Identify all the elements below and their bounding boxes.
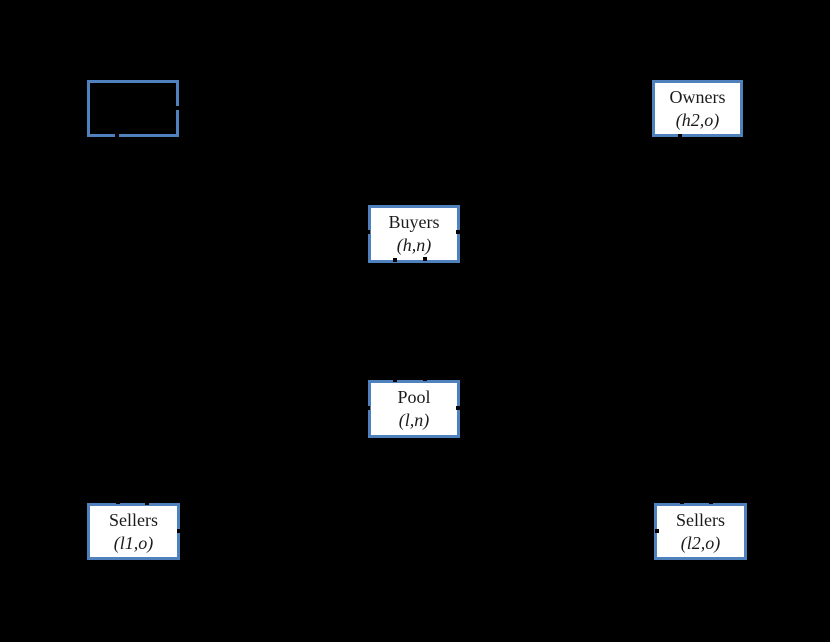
node-sellers-l2-subtitle: (l2,o) — [680, 532, 721, 553]
node-sellers-l1-title: Sellers — [109, 509, 158, 530]
node-sellers-l1: Sellers (l1,o) — [87, 503, 180, 560]
arrowhead-mark — [175, 106, 179, 110]
arrowhead-mark — [366, 230, 370, 234]
node-pool: Pool (l,n) — [368, 380, 460, 438]
arrowhead-mark — [655, 529, 659, 533]
arrowhead-mark — [393, 258, 397, 262]
arrowhead-mark — [115, 133, 119, 137]
node-pool-title: Pool — [397, 387, 431, 407]
node-owners: Owners (h2,o) — [652, 80, 743, 137]
node-pool-subtitle: (l,n) — [398, 410, 430, 430]
arrowhead-mark — [177, 529, 181, 533]
node-buyers-subtitle: (h,n) — [396, 235, 432, 255]
node-empty-box — [87, 80, 179, 137]
node-sellers-l2-title: Sellers — [676, 509, 725, 530]
arrowhead-mark — [456, 230, 460, 234]
arrowhead-mark — [680, 500, 684, 504]
arrowhead-mark — [709, 500, 713, 504]
node-buyers-title: Buyers — [388, 212, 440, 232]
arrowhead-mark — [116, 500, 120, 504]
arrowhead-mark — [423, 377, 427, 381]
node-buyers: Buyers (h,n) — [368, 205, 460, 263]
node-sellers-l2: Sellers (l2,o) — [654, 503, 747, 560]
arrowhead-mark — [423, 257, 427, 261]
arrowhead-mark — [456, 406, 460, 410]
arrowhead-mark — [393, 378, 397, 382]
arrowhead-mark — [678, 134, 682, 138]
node-sellers-l1-subtitle: (l1,o) — [113, 532, 154, 553]
arrowhead-mark — [145, 501, 149, 505]
node-owners-subtitle: (h2,o) — [675, 109, 720, 130]
arrowhead-mark — [366, 406, 370, 410]
node-owners-title: Owners — [669, 86, 726, 107]
